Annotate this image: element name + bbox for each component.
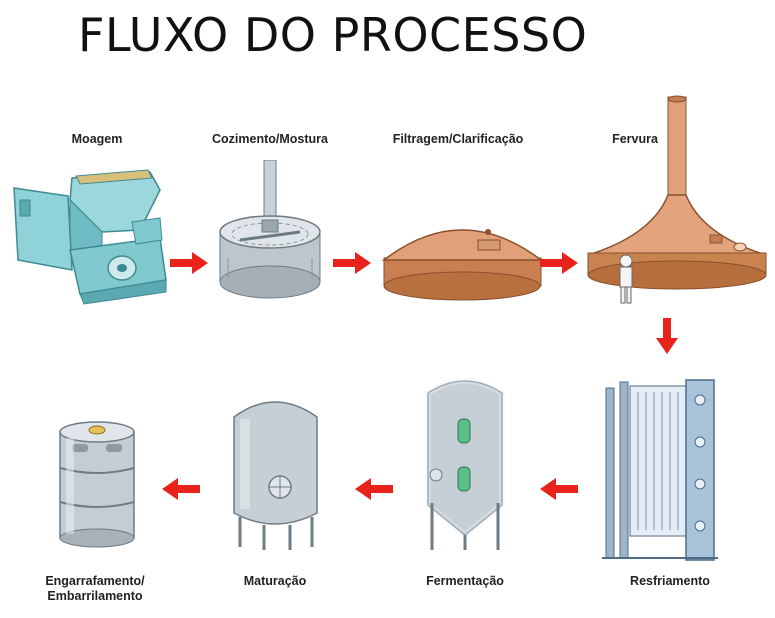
brew-kettle-icon <box>582 95 774 310</box>
step-label-fervura: Fervura <box>612 132 658 146</box>
arrow-right-icon <box>170 252 208 274</box>
arrow-right-icon <box>333 252 371 274</box>
fermentation-tank-icon <box>418 375 513 555</box>
step-label-fermentacao: Fermentação <box>426 574 504 588</box>
step-label-line-1: Engarrafamento/ <box>45 574 145 588</box>
arrow-left-icon <box>540 478 578 500</box>
step-label-maturacao: Maturação <box>243 574 307 588</box>
grain-mill-icon <box>10 160 170 310</box>
arrow-left-icon <box>162 478 200 500</box>
maturation-tank-icon <box>228 395 323 555</box>
arrow-down-icon <box>656 318 678 354</box>
step-label-moagem: Moagem <box>71 132 123 146</box>
step-label-engarrafamento: Engarrafamento/ Embarrilamento <box>30 574 160 604</box>
keg-icon <box>52 418 142 548</box>
arrow-right-icon <box>540 252 578 274</box>
arrow-left-icon <box>355 478 393 500</box>
step-label-resfriamento: Resfriamento <box>630 574 710 588</box>
mash-tun-icon <box>210 160 330 305</box>
lauter-tun-icon <box>380 210 545 305</box>
step-label-cozimento: Cozimento/Mostura <box>212 132 328 146</box>
plate-heat-exchanger-icon <box>600 378 720 568</box>
page-title: FLUXO DO PROCESSO <box>78 8 588 62</box>
step-label-line-2: Embarrilamento <box>47 589 143 603</box>
step-label-filtragem: Filtragem/Clarificação <box>392 132 524 146</box>
